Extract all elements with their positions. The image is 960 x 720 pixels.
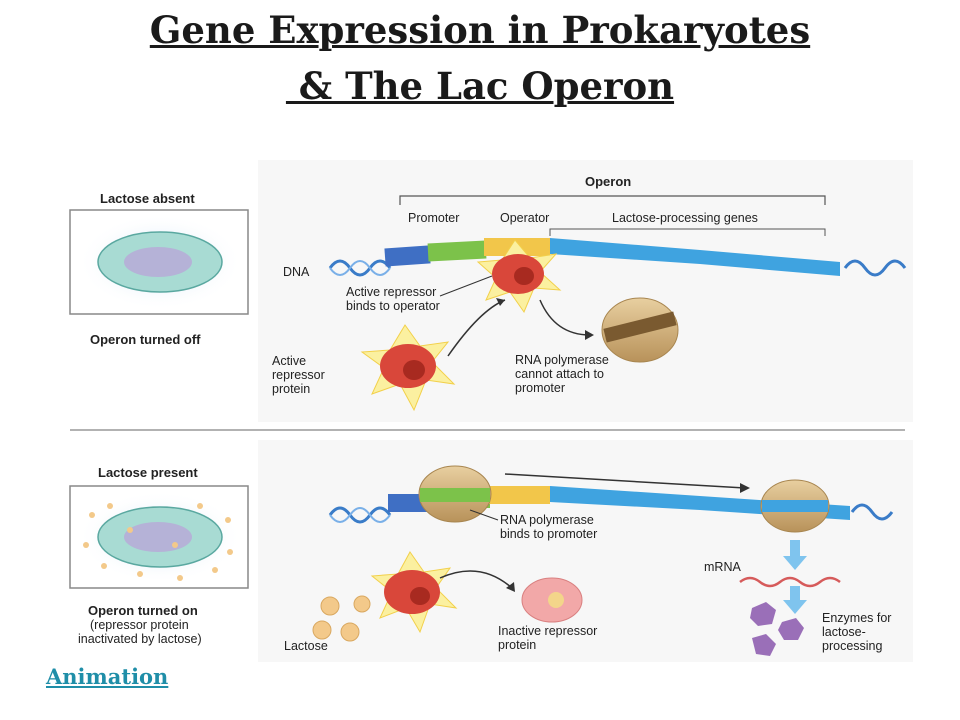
polymerase-cannot-line-3: promoter — [515, 381, 565, 395]
dna-helix-right-bottom — [850, 503, 894, 521]
dna-helix-left — [328, 259, 392, 277]
operator-label: Operator — [500, 211, 549, 225]
inactive-repressor-line-1: Inactive repressor — [498, 624, 597, 638]
lactose-label: Lactose — [284, 639, 328, 653]
lactose-dots-cell — [83, 503, 233, 581]
genes-bracket — [549, 228, 826, 236]
operon-label: Operon — [585, 174, 631, 189]
enzymes-line-2: lactose- — [822, 625, 866, 639]
mrna-label: mRNA — [704, 560, 741, 574]
arrow-to-inactive — [439, 570, 513, 589]
lactose-molecules — [312, 595, 371, 642]
binds-operator-line-2: binds to operator — [346, 299, 440, 313]
animation-link[interactable]: Animation — [46, 664, 169, 689]
page-title-line-2: & The Lac Operon — [285, 64, 675, 108]
active-repressor-line-3: protein — [272, 382, 310, 396]
binds-pointer — [439, 275, 493, 297]
enzyme-arrow-head — [783, 600, 807, 614]
promoter-green-segment — [427, 240, 487, 262]
mrna-strand — [739, 576, 841, 588]
dna-helix-right — [843, 259, 907, 277]
genes-label: Lactose-processing genes — [612, 211, 758, 225]
active-repressor-line-2: repressor — [272, 368, 325, 382]
lactose-absent-label: Lactose absent — [100, 191, 195, 206]
enzymes-line-1: Enzymes for — [822, 611, 891, 625]
polymerase-cannot-line-1: RNA polymerase — [515, 353, 609, 367]
page-title-line-1: Gene Expression in Prokaryotes — [149, 8, 811, 52]
promoter-label: Promoter — [408, 211, 459, 225]
operon-on-note-2: inactivated by lactose) — [78, 632, 202, 646]
nucleoid-bottom — [124, 522, 192, 552]
transcription-arrow — [504, 473, 746, 489]
genes-segment — [550, 238, 840, 276]
operon-on-label: Operon turned on — [88, 603, 198, 618]
enzymes-line-3: processing — [822, 639, 882, 653]
operon-off-label: Operon turned off — [90, 332, 201, 347]
arrow-to-polymerase — [539, 299, 591, 336]
lactose-present-label: Lactose present — [98, 465, 198, 480]
nucleoid-top — [124, 247, 192, 277]
dna-helix-left-bottom — [328, 506, 392, 524]
mrna-arrow-head — [783, 556, 807, 570]
binds-operator-line-1: Active repressor — [346, 285, 436, 299]
polymerase-cannot-line-2: cannot attach to — [515, 367, 604, 381]
promoter-segment — [384, 245, 431, 267]
operon-on-note-1: (repressor protein — [90, 618, 189, 632]
operator-segment-bottom — [488, 486, 550, 504]
dna-label: DNA — [283, 265, 310, 279]
top-panel-bg — [258, 160, 913, 422]
polymerase-binds-line-1: RNA polymerase — [500, 513, 594, 527]
mrna-arrow-shaft — [790, 540, 800, 558]
enzymes-cluster — [750, 602, 804, 656]
enzyme-arrow-shaft — [790, 586, 800, 602]
bottom-panel-bg — [258, 440, 913, 662]
polymerase-binds-line-2: binds to promoter — [500, 527, 597, 541]
operon-bracket — [399, 195, 826, 205]
inactive-repressor-line-2: protein — [498, 638, 536, 652]
active-repressor-line-1: Active — [272, 354, 306, 368]
